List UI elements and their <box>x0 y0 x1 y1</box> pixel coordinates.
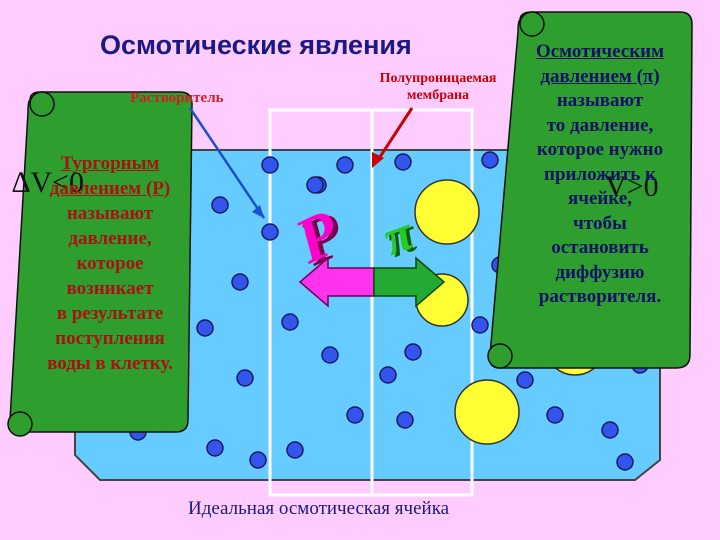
page-title: Осмотические явления <box>100 30 412 60</box>
right-scroll <box>487 11 693 369</box>
membrane-label: Полупроницаемая мембрана <box>338 70 538 104</box>
delta-v-negative-symbol: ∆V<0 <box>12 166 84 199</box>
osmotic-line: диффузию <box>555 261 645 283</box>
osmotic-line: Осмотическим <box>535 41 665 62</box>
osmotic-definition: Осмотическим давлением (π) называют то д… <box>510 40 690 310</box>
turgor-line: воды в клетку. <box>47 353 173 374</box>
turgor-line: возникает <box>66 278 154 299</box>
pointer-arrows <box>188 107 414 219</box>
osmotic-line: которое нужно <box>536 139 664 160</box>
turgor-line: давление, <box>68 228 152 249</box>
turgor-line: которое <box>76 253 144 274</box>
turgor-line: Тургорным <box>60 153 160 174</box>
turgor-line: называют <box>66 203 154 224</box>
solvent-label: Растворитель <box>130 90 224 106</box>
turgor-line: поступления <box>55 328 165 349</box>
osmotic-line: ячейке, <box>567 188 633 209</box>
osmotic-line: давлением (π) <box>540 65 660 87</box>
v-positive-symbol: V>0 <box>605 170 659 203</box>
cell-caption: Идеальная осмотическая ячейка <box>188 498 450 519</box>
membrane-label-line1: Полупроницаемая <box>379 71 497 86</box>
osmotic-line: называют <box>556 90 644 111</box>
osmotic-line: то давление, <box>546 114 654 136</box>
turgor-definition: Тургорным давлением (Р) называют давлени… <box>25 151 195 376</box>
osmotic-line: остановить <box>551 237 649 258</box>
osmotic-line: приложить к <box>544 163 656 185</box>
turgor-line: давлением (Р) <box>49 178 171 199</box>
left-scroll <box>7 91 193 437</box>
membrane-label-line2: мембрана <box>406 88 470 103</box>
turgor-line: в результате <box>56 303 164 324</box>
osmotic-line: чтобы <box>573 212 627 234</box>
pressure-double-arrow <box>298 256 446 308</box>
osmotic-line: растворителя. <box>538 286 662 307</box>
